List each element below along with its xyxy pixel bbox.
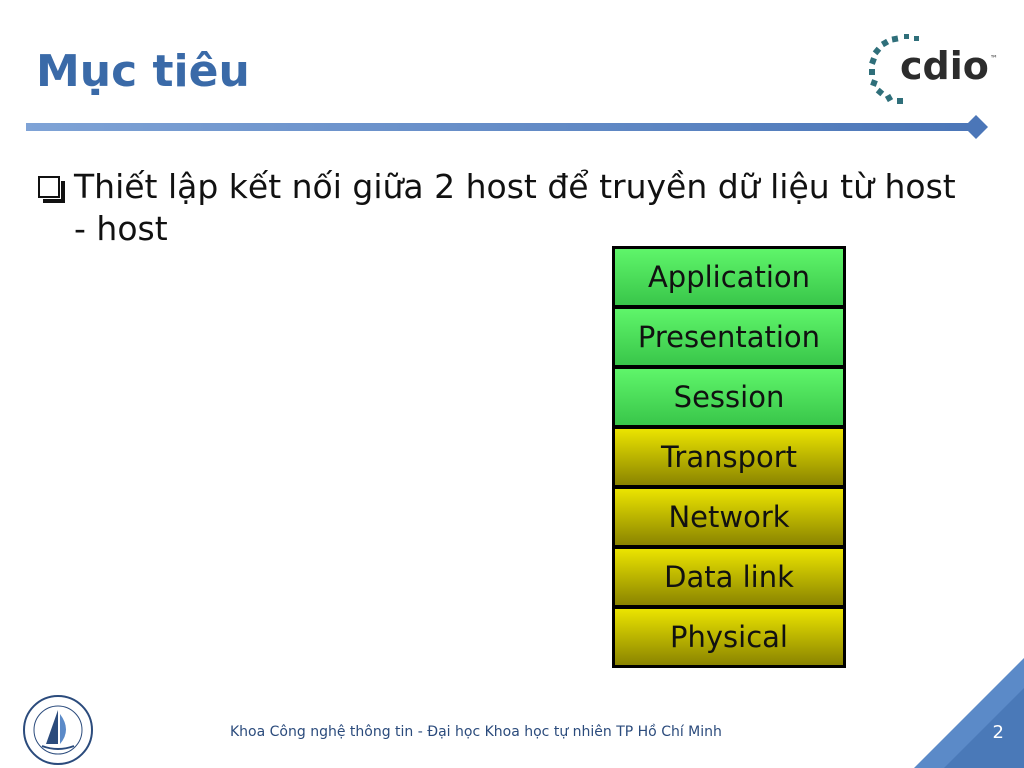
university-seal-icon xyxy=(23,695,93,765)
checkbox-bullet-icon xyxy=(38,176,65,203)
osi-layer-network: Network xyxy=(615,489,843,545)
cdio-wordmark: cdio xyxy=(900,44,989,88)
page-number: 2 xyxy=(992,722,1004,743)
osi-layer-physical: Physical xyxy=(615,609,843,665)
osi-layer-data-link: Data link xyxy=(615,549,843,605)
cdio-logo-icon: cdio ™ xyxy=(866,30,1006,110)
bullet-text: Thiết lập kết nối giữa 2 host để truyền … xyxy=(74,167,956,248)
osi-layer-transport: Transport xyxy=(615,429,843,485)
bullet-item: Thiết lập kết nối giữa 2 host để truyền … xyxy=(38,166,958,250)
footer-institution: Khoa Công nghệ thông tin - Đại học Khoa … xyxy=(230,724,722,740)
osi-layer-session: Session xyxy=(615,369,843,425)
osi-layer-presentation: Presentation xyxy=(615,309,843,365)
trademark-mark: ™ xyxy=(990,54,998,63)
slide-title: Mục tiêu xyxy=(36,46,250,97)
corner-accent xyxy=(914,658,1024,768)
title-divider xyxy=(26,115,988,139)
osi-model-stack: Application Presentation Session Transpo… xyxy=(612,246,846,668)
osi-layer-application: Application xyxy=(615,249,843,305)
